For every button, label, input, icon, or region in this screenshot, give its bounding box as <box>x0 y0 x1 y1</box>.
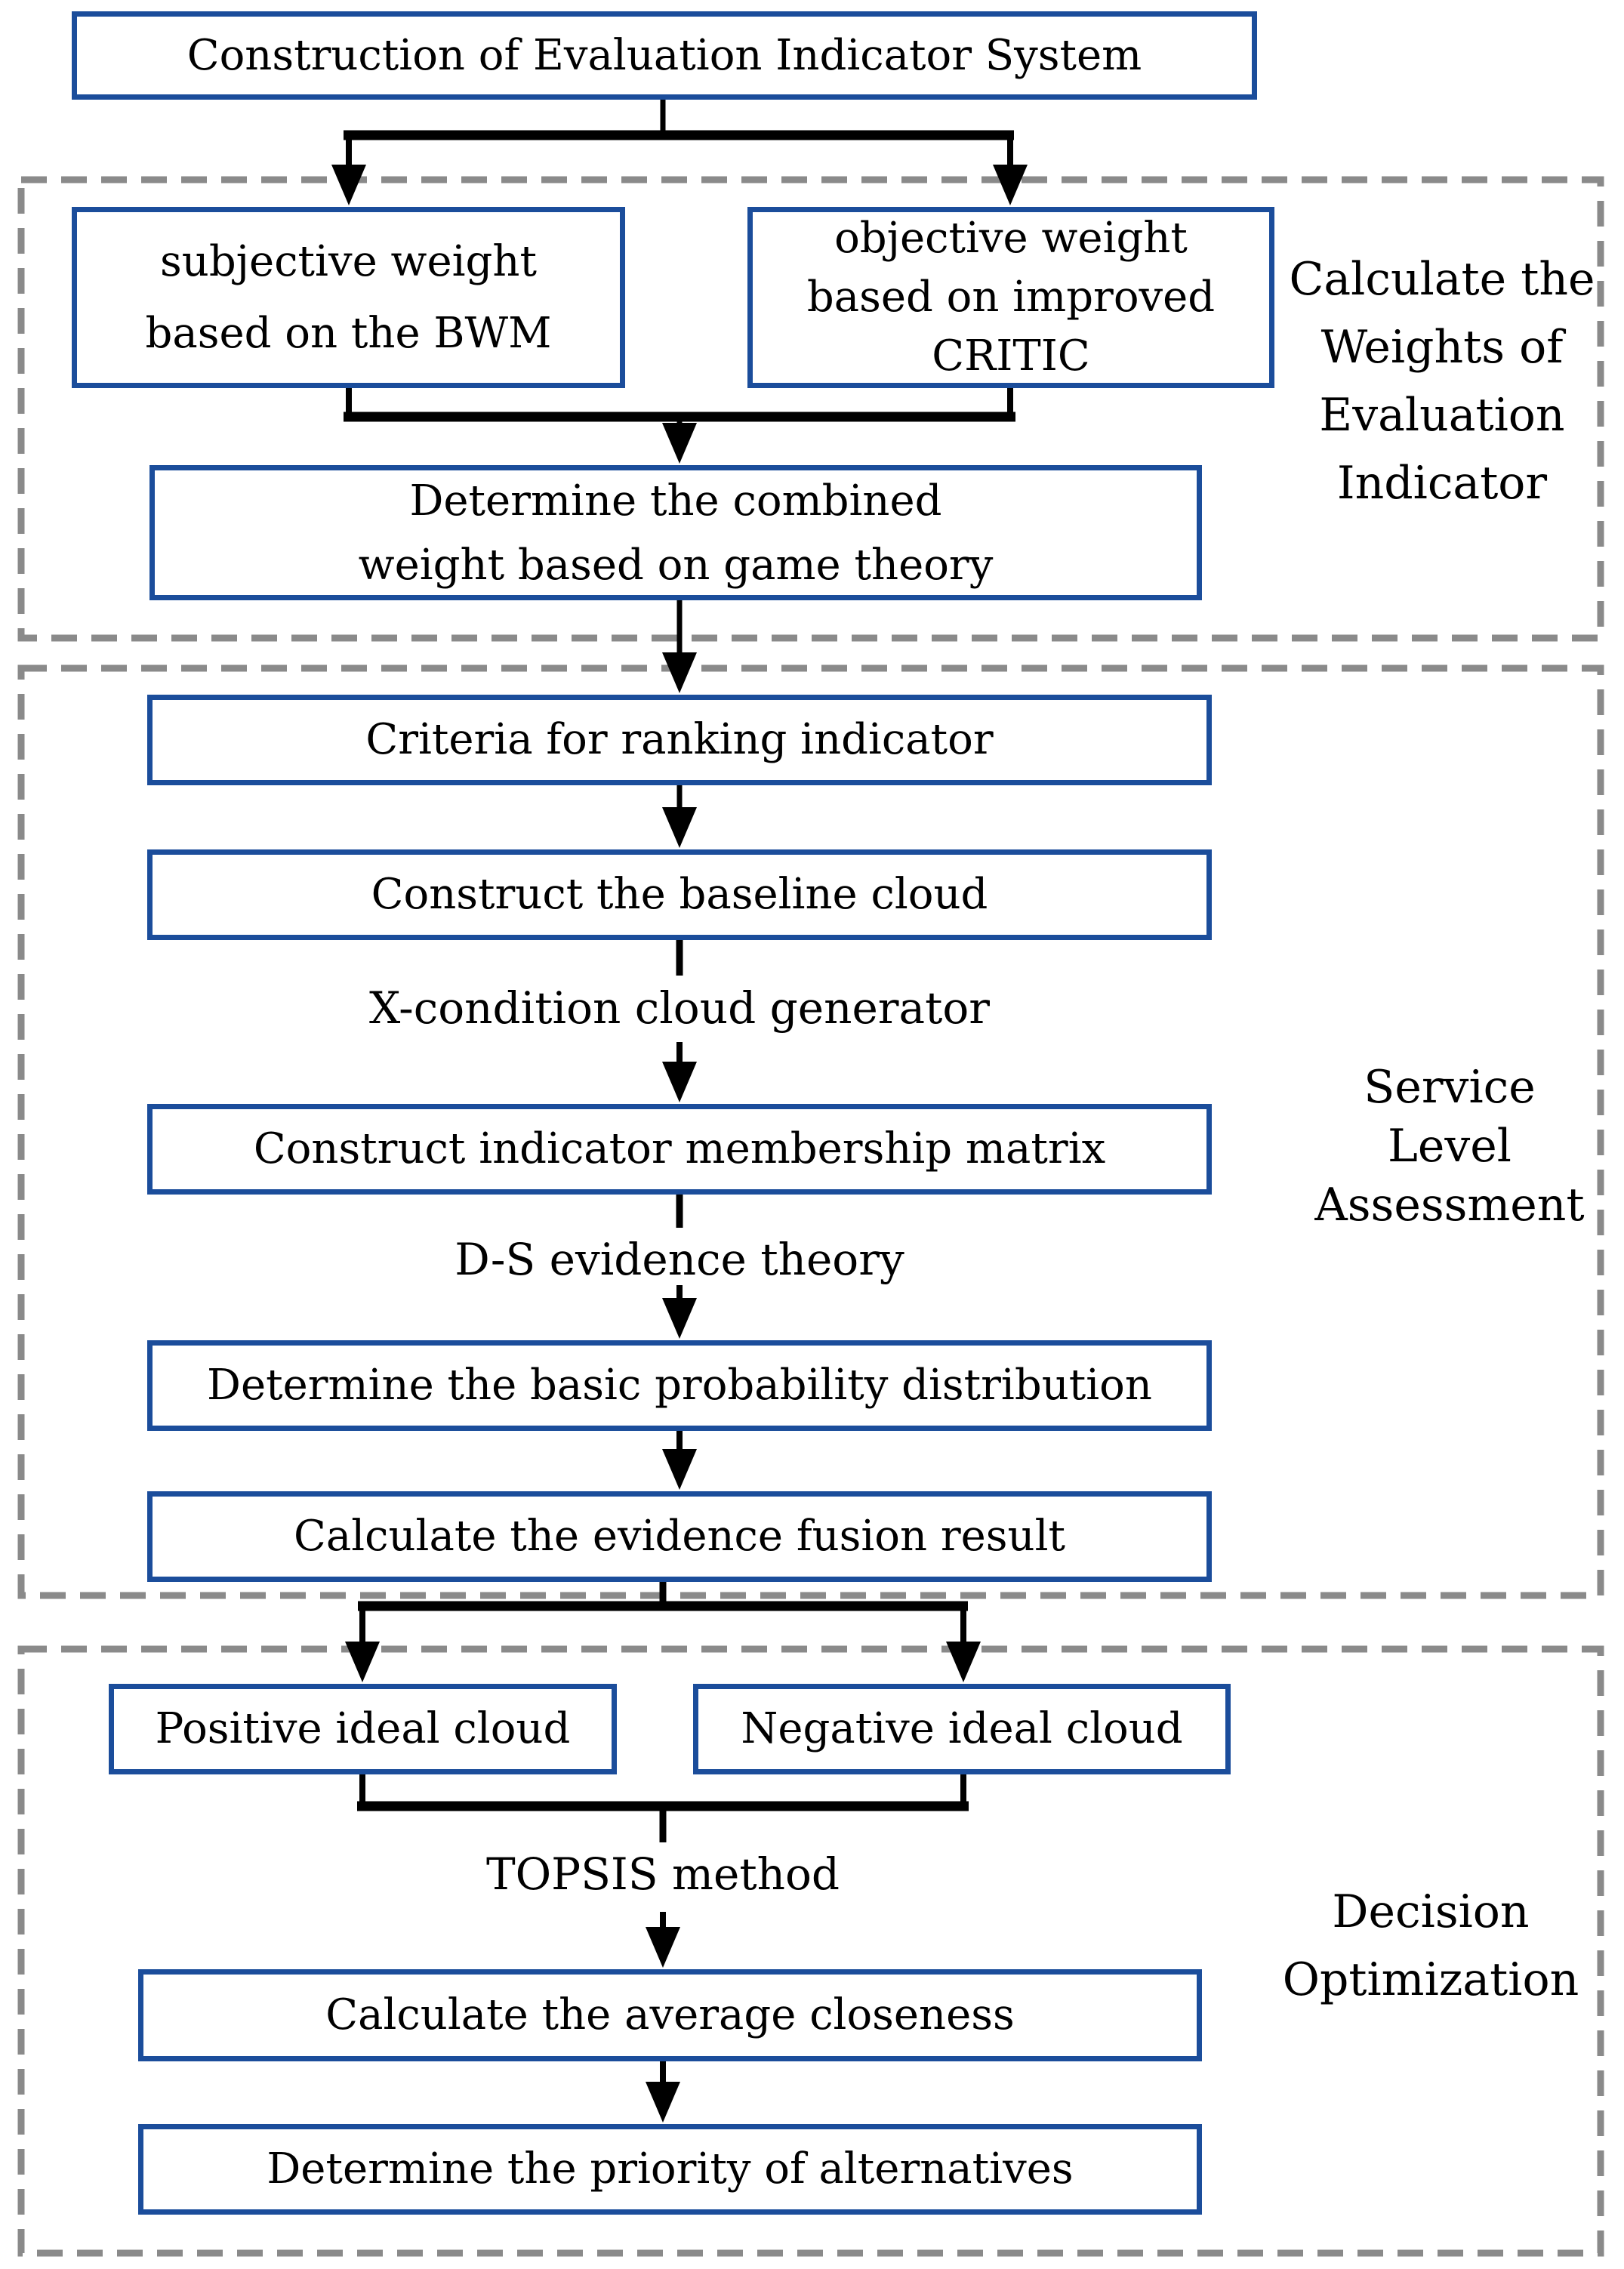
region-borders <box>17 176 1604 2257</box>
region-label-service: Service Level Assessment <box>1314 1061 1585 1232</box>
node-membership-matrix: Construct indicator membership matrix <box>147 1104 1212 1195</box>
node-priority-alternatives: Determine the priority of alternatives <box>138 2124 1202 2215</box>
arrowhead-to-positive <box>345 1642 380 1682</box>
node-objective-weight: objective weight based on improved CRITI… <box>747 207 1274 388</box>
node-subjective-weight: subjective weight based on the BWM <box>72 207 625 388</box>
region-weights-border <box>17 176 1604 642</box>
arrowhead-to-game-theory <box>662 423 697 464</box>
node-average-closeness: Calculate the average closeness <box>138 1969 1202 2061</box>
region-label-weights: Calculate the Weights of Evaluation Indi… <box>1289 253 1595 510</box>
region-decision-border <box>17 1645 1604 2257</box>
arrowhead-to-objective <box>993 165 1028 205</box>
connector-lines <box>331 100 1028 2123</box>
arrowhead-to-negative <box>946 1642 981 1682</box>
node-criteria: Criteria for ranking indicator <box>147 695 1212 785</box>
region-service-border <box>17 664 1604 1599</box>
node-evidence-fusion: Calculate the evidence fusion result <box>147 1491 1212 1582</box>
arrowhead-to-subjective <box>331 165 366 205</box>
node-construction: Construction of Evaluation Indicator Sys… <box>72 11 1257 100</box>
label-x-condition: X-condition cloud generator <box>368 982 991 1034</box>
node-baseline-cloud: Construct the baseline cloud <box>147 849 1212 940</box>
node-probability-distribution: Determine the basic probability distribu… <box>147 1340 1212 1431</box>
node-game-theory: Determine the combined weight based on g… <box>149 465 1202 600</box>
node-positive-ideal-cloud: Positive ideal cloud <box>109 1684 617 1774</box>
node-negative-ideal-cloud: Negative ideal cloud <box>693 1684 1231 1774</box>
node-construction-label: Construction of Evaluation Indicator Sys… <box>186 30 1142 80</box>
region-label-decision: Decision Optimization <box>1282 1885 1579 2006</box>
label-topsis-method: TOPSIS method <box>485 1848 840 1900</box>
label-ds-evidence: D-S evidence theory <box>455 1234 904 1285</box>
